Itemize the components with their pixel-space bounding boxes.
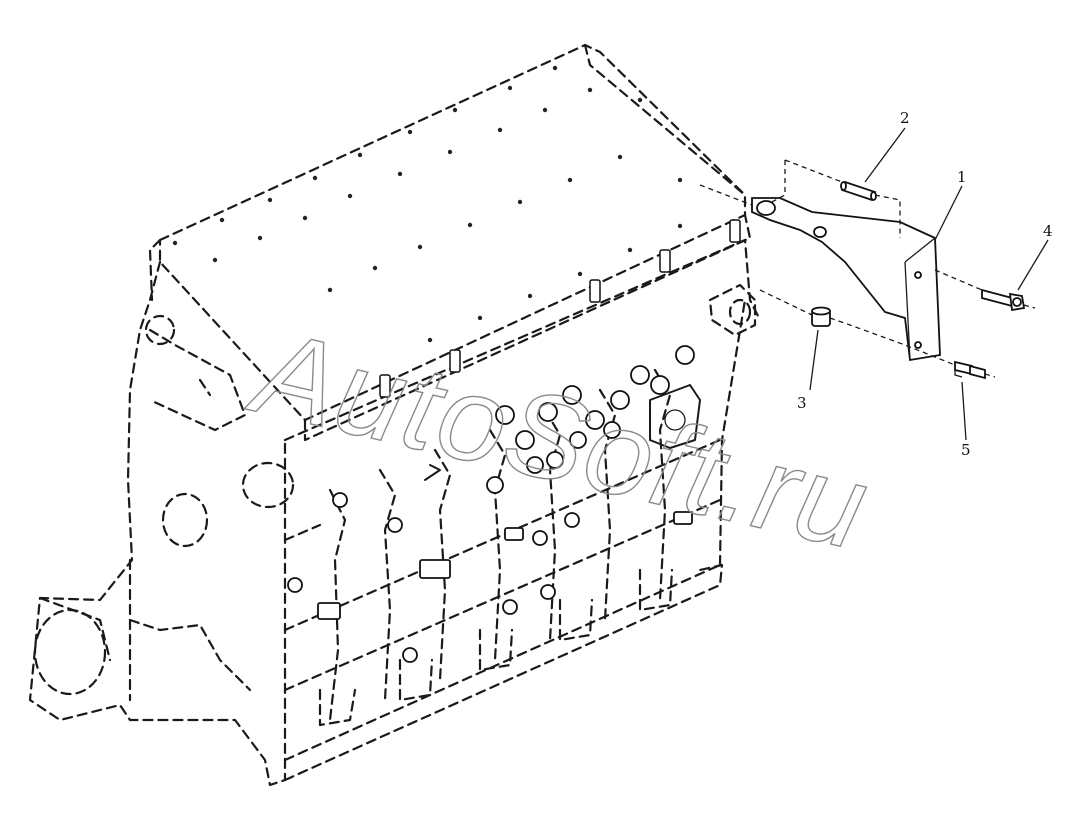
engine-block-outline <box>28 43 762 787</box>
part-4-bolt <box>981 288 1026 312</box>
deck-studs <box>379 219 741 398</box>
callout-4: 4 <box>1043 222 1053 240</box>
injection-pump-cluster <box>287 345 701 663</box>
watermark: AutoSoft.ru <box>238 303 882 576</box>
part-3-spacer <box>811 306 831 327</box>
part-5-bolt <box>954 360 986 380</box>
deck-bolt-holes <box>172 65 683 343</box>
part-1-mounting-bracket <box>751 197 941 362</box>
callout-5: 5 <box>961 441 971 459</box>
callouts: 2 1 4 3 5 <box>797 109 1053 459</box>
callout-1: 1 <box>957 168 967 186</box>
watermark-text: AutoSoft.ru <box>238 303 880 575</box>
part-2-dowel-pin <box>840 180 877 202</box>
callout-2: 2 <box>900 109 910 127</box>
assembly-lines <box>699 127 1049 441</box>
callout-3: 3 <box>797 394 807 412</box>
